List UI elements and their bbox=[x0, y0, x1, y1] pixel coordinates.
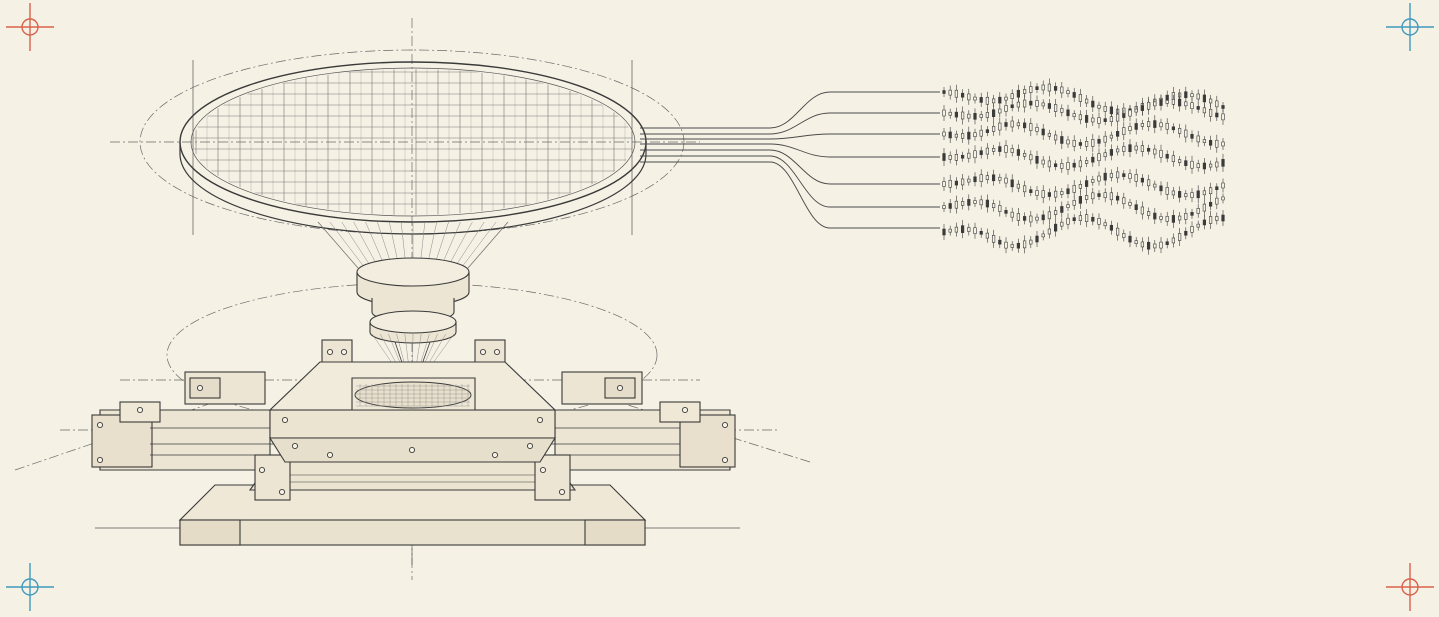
registration-mark-top-left bbox=[6, 3, 54, 51]
candlestick-rows bbox=[942, 78, 1225, 255]
xy-stage bbox=[91, 339, 736, 546]
registration-mark-bottom-left bbox=[6, 563, 54, 611]
signal-traces bbox=[640, 91, 940, 229]
registration-mark-top-right bbox=[1386, 3, 1434, 51]
silicon-wafer bbox=[179, 61, 647, 235]
registration-mark-bottom-right bbox=[1386, 563, 1434, 611]
